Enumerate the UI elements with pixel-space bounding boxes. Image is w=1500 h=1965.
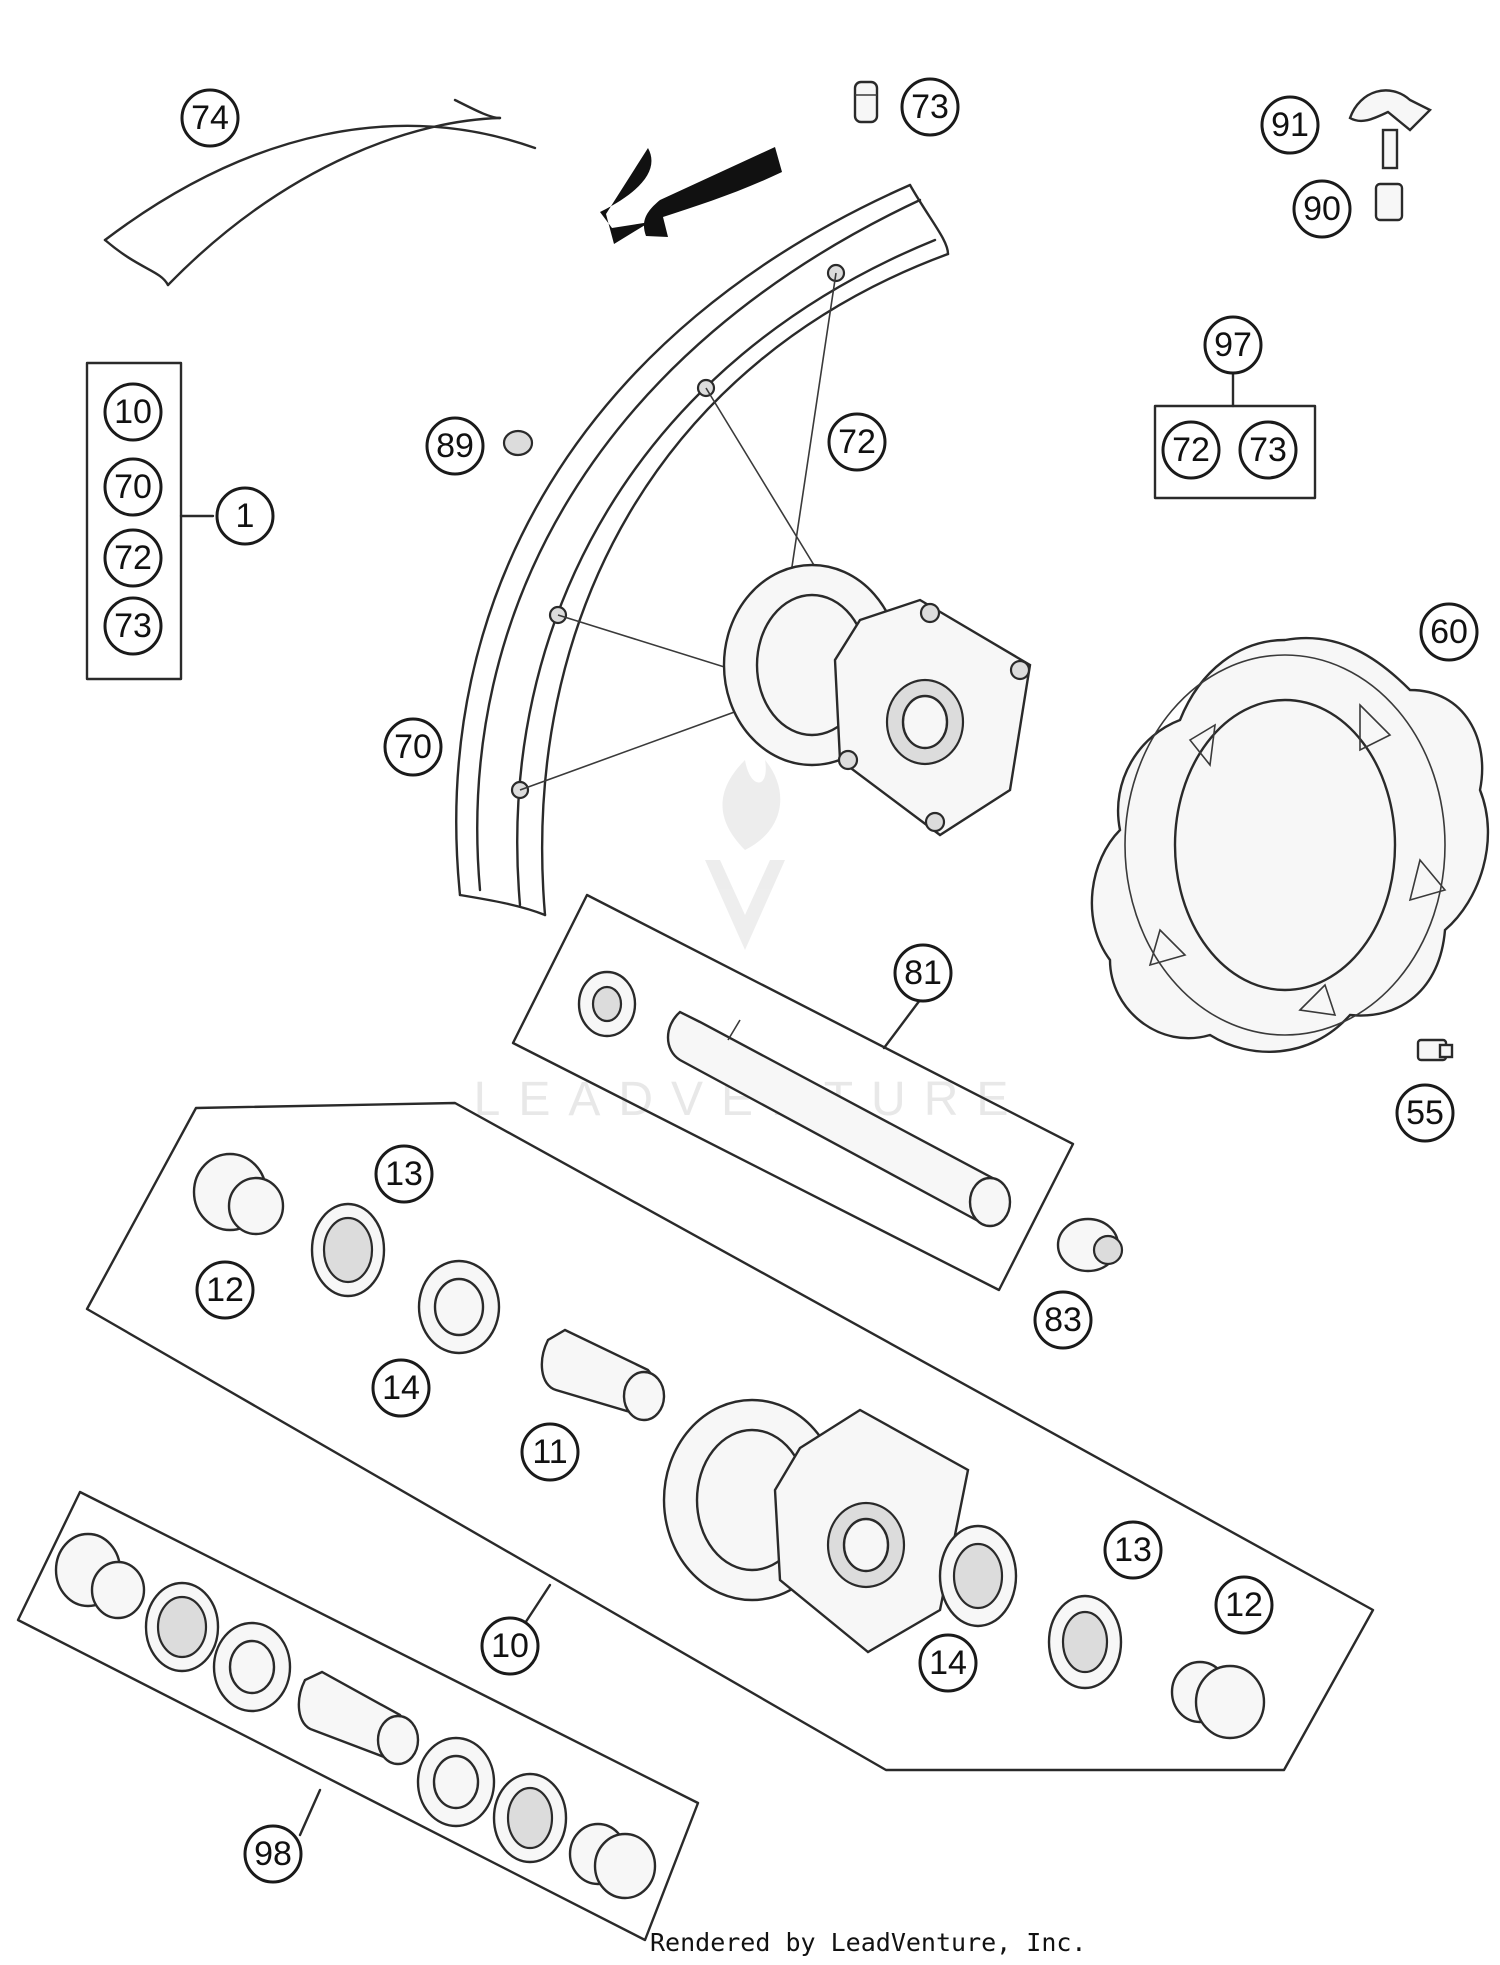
callout-72[interactable]: 72 <box>827 412 887 472</box>
svg-text:91: 91 <box>1271 106 1309 144</box>
callout-98[interactable]: 98 <box>243 1824 303 1884</box>
svg-text:60: 60 <box>1430 613 1468 651</box>
bearing-kit-parts <box>54 1532 657 1900</box>
brake-disc-part <box>1090 636 1490 1053</box>
svg-text:10: 10 <box>114 393 152 431</box>
svg-text:98: 98 <box>254 1835 292 1873</box>
callout-97[interactable]: 97 <box>1203 315 1263 375</box>
svg-text:73: 73 <box>114 607 152 645</box>
callout-1[interactable]: 1 <box>215 486 275 546</box>
callout-1-72[interactable]: 72 <box>103 528 163 588</box>
svg-text:55: 55 <box>1406 1094 1444 1132</box>
svg-text:72: 72 <box>114 539 152 577</box>
callout-12-right[interactable]: 12 <box>1214 1575 1274 1635</box>
svg-text:70: 70 <box>114 468 152 506</box>
callout-90[interactable]: 90 <box>1292 179 1352 239</box>
svg-text:12: 12 <box>1225 1586 1263 1624</box>
callout-97-72[interactable]: 72 <box>1161 420 1221 480</box>
hub-part <box>722 563 1032 837</box>
callout-91[interactable]: 91 <box>1260 95 1320 155</box>
balance-weight-part <box>502 429 534 457</box>
svg-text:14: 14 <box>382 1369 420 1407</box>
kit-97-box <box>1153 368 1317 500</box>
callout-12-left[interactable]: 12 <box>195 1260 255 1320</box>
rotation-arrow <box>600 147 782 244</box>
disc-bolt-part <box>1416 1038 1454 1062</box>
svg-text:73: 73 <box>911 88 949 126</box>
svg-text:10: 10 <box>491 1627 529 1665</box>
svg-text:97: 97 <box>1214 326 1252 364</box>
svg-text:72: 72 <box>838 423 876 461</box>
spoke-nipple-part <box>853 80 879 124</box>
callout-1-70[interactable]: 70 <box>103 457 163 517</box>
svg-text:12: 12 <box>206 1271 244 1309</box>
callout-97-73[interactable]: 73 <box>1238 420 1298 480</box>
svg-text:90: 90 <box>1303 190 1341 228</box>
svg-text:81: 81 <box>904 954 942 992</box>
svg-text:13: 13 <box>385 1155 423 1193</box>
callout-89[interactable]: 89 <box>425 416 485 476</box>
callout-83[interactable]: 83 <box>1033 1290 1093 1350</box>
svg-text:14: 14 <box>929 1644 967 1682</box>
callout-10[interactable]: 10 <box>480 1616 540 1676</box>
svg-text:13: 13 <box>1114 1531 1152 1569</box>
svg-text:1: 1 <box>236 497 255 535</box>
callout-14-left[interactable]: 14 <box>371 1358 431 1418</box>
svg-text:70: 70 <box>394 728 432 766</box>
rim-tape-part <box>103 98 537 287</box>
callout-70[interactable]: 70 <box>383 717 443 777</box>
callout-74[interactable]: 74 <box>180 88 240 148</box>
wheel-assembly-box <box>85 361 215 681</box>
svg-text:89: 89 <box>436 427 474 465</box>
callout-13-left[interactable]: 13 <box>374 1144 434 1204</box>
footer-credit: Rendered by LeadVenture, Inc. <box>650 1928 1087 1957</box>
bearing-kit-box <box>16 1490 700 1942</box>
svg-text:73: 73 <box>1249 431 1287 469</box>
axle-part <box>577 970 1012 1228</box>
callout-55[interactable]: 55 <box>1395 1083 1455 1143</box>
callout-81[interactable]: 81 <box>893 943 953 1003</box>
axle-group-box <box>511 893 1075 1292</box>
callout-73[interactable]: 73 <box>900 77 960 137</box>
svg-text:83: 83 <box>1044 1301 1082 1339</box>
callout-1-73[interactable]: 73 <box>103 596 163 656</box>
valve-parts <box>1348 89 1433 222</box>
callout-60[interactable]: 60 <box>1419 602 1479 662</box>
callout-1-10[interactable]: 10 <box>103 382 163 442</box>
svg-text:74: 74 <box>191 99 229 137</box>
svg-text:11: 11 <box>532 1433 567 1471</box>
callout-13-right[interactable]: 13 <box>1103 1520 1163 1580</box>
svg-text:72: 72 <box>1172 431 1210 469</box>
lower-hub-parts <box>192 1152 1266 1740</box>
spacer-part <box>1056 1217 1124 1273</box>
rim-part <box>455 183 950 917</box>
callout-11[interactable]: 11 <box>520 1422 580 1482</box>
callout-14-right[interactable]: 14 <box>918 1633 978 1693</box>
